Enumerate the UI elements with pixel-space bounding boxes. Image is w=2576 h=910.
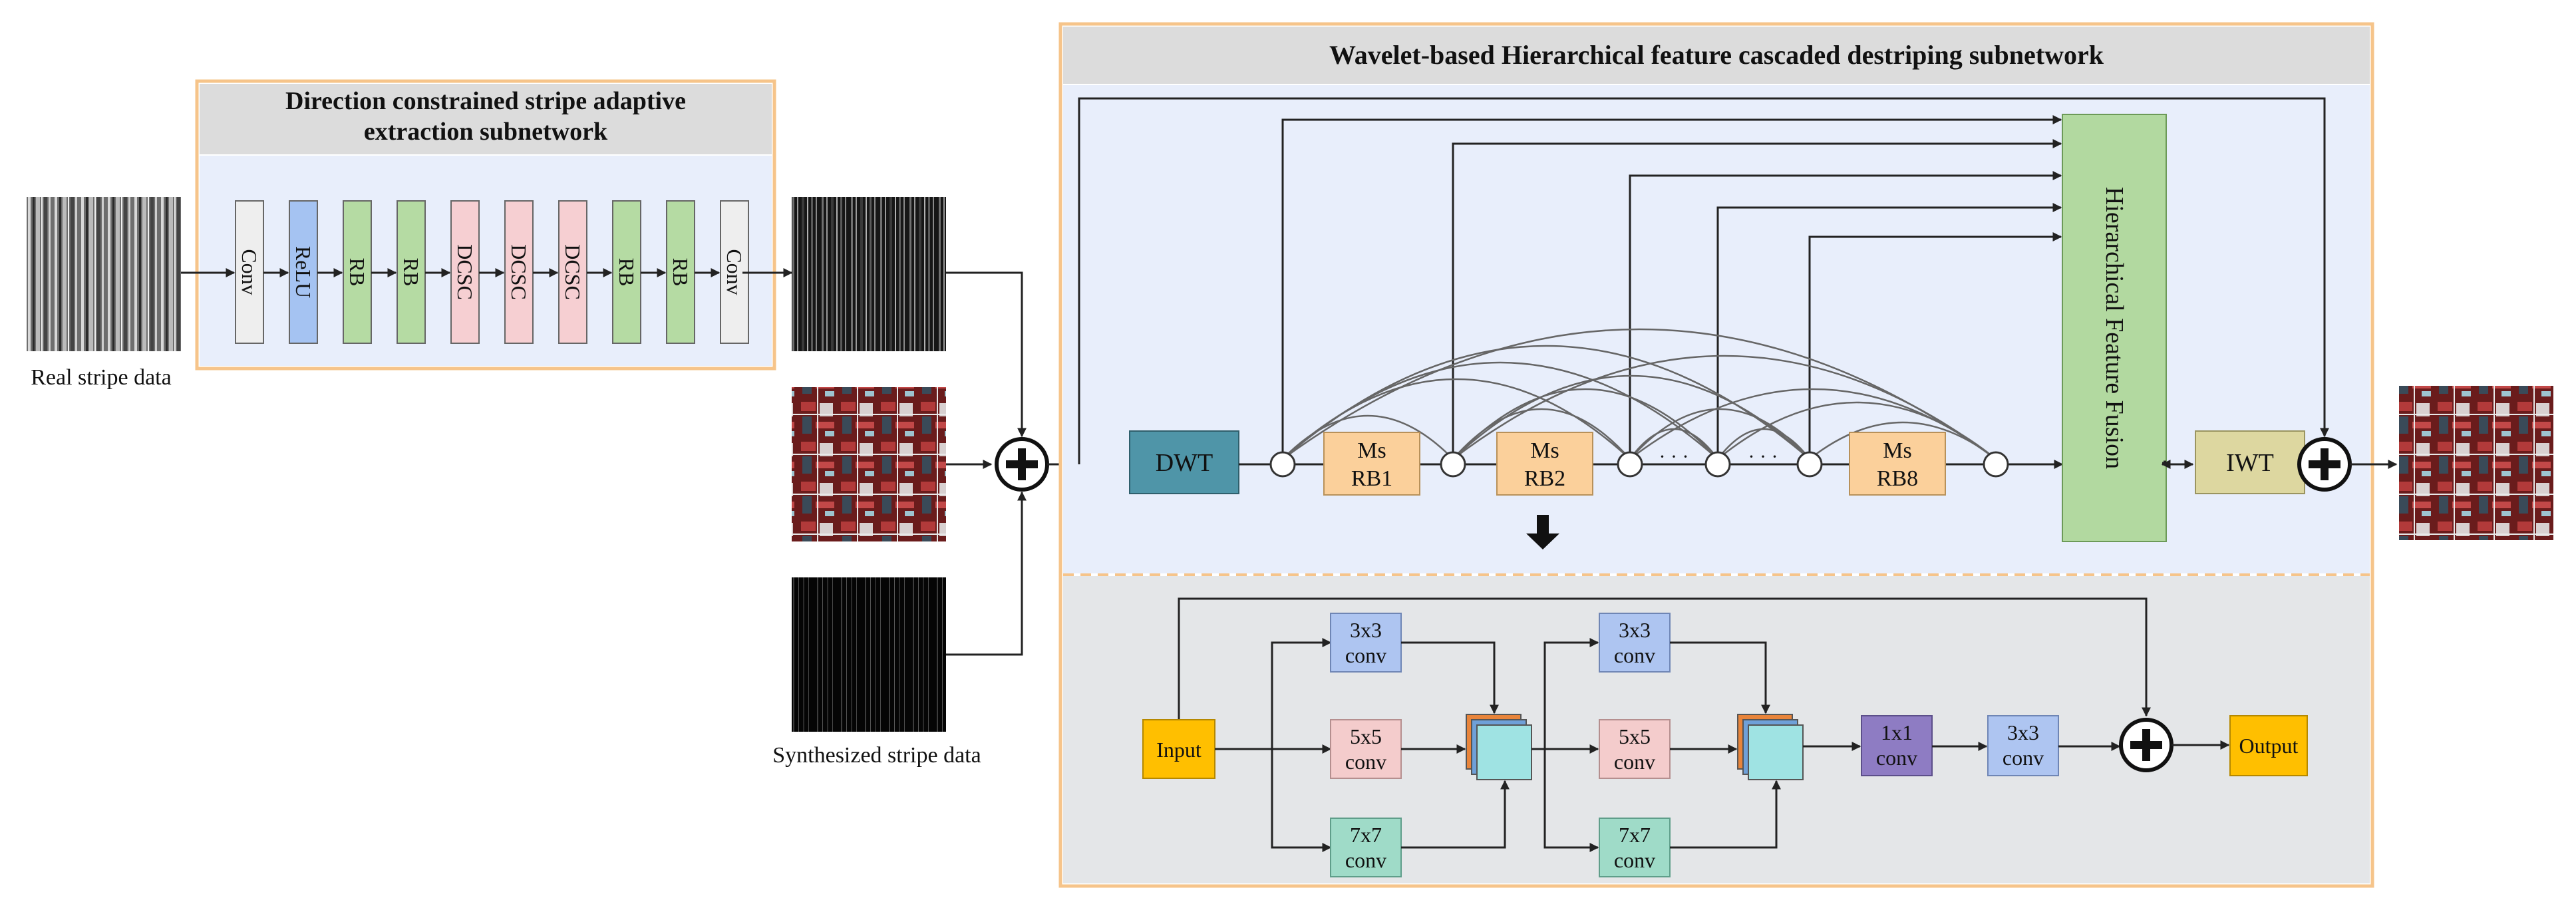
block-label: DCSC [453,244,477,300]
svg-text:conv: conv [1614,643,1655,667]
real-stripe-caption: Real stripe data [31,365,171,390]
conv1x1-block: 1x1 conv [1861,715,1933,776]
synthesized-stripe-image [792,577,946,732]
svg-text:7x7: 7x7 [1619,823,1651,847]
svg-text:Ms: Ms [1530,438,1559,463]
extracted-stripe-image [792,197,946,351]
svg-text:5x5: 5x5 [1350,724,1382,748]
block-label: ReLU [291,246,315,298]
hff-label: Hierarchical Feature Fusion [2100,187,2128,469]
block-label: DCSC [561,244,585,300]
plus-circle-icon [2119,718,2174,772]
right-panel-title: Wavelet-based Hierarchical feature casca… [1329,40,2104,70]
concat-stack-a [1466,714,1532,780]
conv7b-to-concat-line [1670,780,1781,849]
branch2-bottom-line [1543,749,1599,852]
block-label: RB [399,258,423,287]
svg-text:7x7: 7x7 [1350,823,1382,847]
ellipsis-2: · · · [1748,446,1778,468]
block-label: RB [669,258,693,287]
block-rb-8: RB [612,200,641,344]
msrb-detail-panel [1063,576,2370,883]
conv7a-to-concat-line [1401,780,1510,849]
iwt-label: IWT [2226,449,2274,477]
dense-connection-arcs [1282,328,1997,460]
svg-text:conv: conv [1614,750,1655,774]
svg-text:conv: conv [1876,746,1917,770]
conv7x7-block-a: 7x7 conv [1330,818,1402,877]
output-label: Output [2239,734,2299,758]
branch1-bottom-line [1271,749,1332,852]
iwt-block [2195,430,2305,494]
synthesized-stripe-caption: Synthesized stripe data [772,743,981,768]
svg-text:3x3: 3x3 [1619,618,1651,642]
conv3x3-block-a: 3x3 conv [1330,613,1402,673]
conv3a-to-concat-line [1401,641,1499,714]
global-skip-line [1078,97,2329,464]
svg-text:RB2: RB2 [1524,466,1565,491]
block-dcsc-7: DCSC [558,200,587,344]
svg-text:RB8: RB8 [1877,466,1918,491]
ellipsis-1: · · · [1659,446,1689,468]
down-arrow-icon [1526,515,1559,549]
stripe-to-sum-line [946,271,1027,438]
right-panel-header [1063,27,2370,84]
branch2-top-line [1543,638,1599,749]
left-panel-header [200,84,772,154]
conv5x5-block-b: 5x5 conv [1599,719,1671,779]
left-panel-title-line2: extraction subnetwork [364,118,608,146]
block-dcsc-5: DCSC [450,200,480,344]
conv3x3-block-c: 3x3 conv [1987,715,2059,776]
left-panel-title-line1: Direction constrained stripe adaptive [285,87,686,115]
conv3x3-block-b: 3x3 conv [1599,613,1671,673]
block-dcsc-6: DCSC [504,200,534,344]
block-rb-4: RB [397,200,426,344]
feature-nodes [1269,451,2009,478]
plus-circle-icon [2297,437,2352,492]
output-block [2229,715,2308,776]
right-panel-body [1063,85,2370,573]
concat-stack-b [1737,714,1804,780]
block-rb-9: RB [666,200,695,344]
residual-skip-line [1178,597,2151,720]
dwt-block [1129,430,1239,494]
svg-text:conv: conv [1345,750,1386,774]
svg-text:5x5: 5x5 [1619,724,1651,748]
input-label: Input [1156,738,1202,762]
svg-text:conv: conv [1614,848,1655,872]
svg-text:conv: conv [1345,643,1386,667]
block-label: RB [345,258,369,287]
msrb-block-8: Ms RB8 [1849,432,1946,496]
svg-text:conv: conv [2003,746,2044,770]
hff-block [2062,114,2167,542]
svg-text:1x1: 1x1 [1881,720,1913,744]
svg-text:RB1: RB1 [1351,466,1392,491]
block-conv-1: Conv [235,200,264,344]
block-rb-3: RB [343,200,372,344]
block-label: Conv [238,249,261,295]
block-label: DCSC [507,244,531,300]
conv3b-to-concat-line [1670,641,1770,714]
svg-text:3x3: 3x3 [1350,618,1382,642]
block-label: RB [615,258,639,287]
svg-text:Ms: Ms [1357,438,1386,463]
conv5x5-block-a: 5x5 conv [1330,719,1402,779]
clean-image [792,387,946,541]
plus-circle-icon [995,437,1049,492]
msrb-block-1: Ms RB1 [1323,432,1420,496]
synth-to-sum-line [946,491,1027,656]
conv7x7-block-b: 7x7 conv [1599,818,1671,877]
svg-text:conv: conv [1345,848,1386,872]
real-stripe-image [27,197,181,351]
block-relu-2: ReLU [289,200,318,344]
dwt-label: DWT [1156,449,1213,477]
destriped-output-image [2399,386,2553,540]
msrb-block-2: Ms RB2 [1496,432,1593,496]
branch1-top-line [1271,638,1332,749]
svg-text:3x3: 3x3 [2007,720,2039,744]
svg-text:Ms: Ms [1883,438,1911,463]
